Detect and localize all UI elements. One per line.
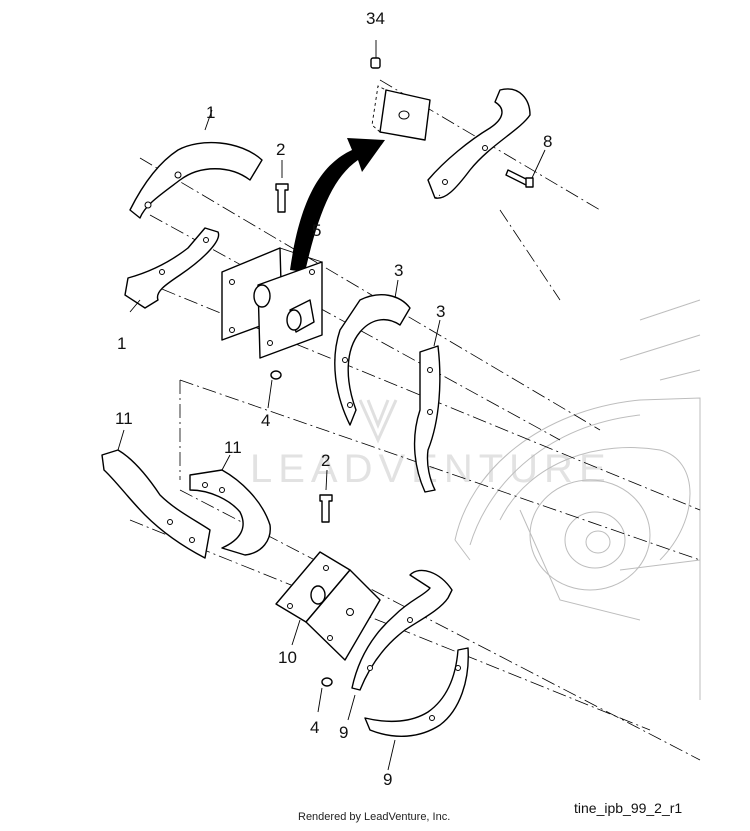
direction-arrow-icon	[290, 138, 385, 272]
part-1-tine-lower	[124, 227, 220, 313]
callout-1-upper: 1	[206, 103, 215, 122]
detail-bracket	[371, 85, 431, 141]
part-10-hub	[275, 551, 381, 661]
part-3-tine-left	[334, 279, 411, 426]
callout-9-lower: 9	[383, 770, 392, 789]
tiller-housing-outline	[454, 299, 701, 700]
callout-9-upper: 9	[339, 723, 348, 742]
callout-5: 5	[312, 221, 321, 240]
callout-11-right: 11	[224, 438, 242, 457]
part-5-hub	[221, 239, 323, 359]
watermark-logo-icon	[358, 399, 398, 444]
callout-10: 10	[278, 648, 297, 667]
part-34-nut	[370, 40, 381, 69]
callout-11-left: 11	[115, 409, 133, 428]
part-8-bolt	[505, 149, 546, 188]
assembly-axis-lines	[129, 79, 701, 761]
callout-4-upper: 4	[261, 411, 270, 430]
callout-4-lower: 4	[310, 718, 319, 737]
callout-3-left: 3	[394, 261, 403, 280]
part-4-clip-lower	[317, 677, 333, 713]
part-3-tine-right	[413, 319, 441, 493]
part-4-clip-upper	[267, 370, 282, 409]
callout-1-lower: 1	[117, 334, 126, 353]
callout-3-right: 3	[436, 302, 445, 321]
part-11-tine-left	[101, 429, 211, 559]
figure-id: tine_ipb_99_2_r1	[574, 800, 683, 816]
callout-34: 34	[366, 9, 385, 28]
footer-credit: Rendered by LeadVenture, Inc.	[298, 811, 451, 823]
callout-2-upper: 2	[276, 140, 285, 159]
part-2-pin-lower	[319, 469, 333, 523]
detail-tine-blade	[427, 88, 531, 199]
part-2-pin-upper	[275, 160, 289, 213]
part-9-tine-lower	[364, 647, 469, 771]
part-11-tine-right	[189, 454, 271, 556]
part-9-tine-upper	[347, 569, 453, 721]
part-1-tine-upper	[129, 109, 263, 219]
callout-2-lower: 2	[321, 451, 330, 470]
callout-8: 8	[543, 132, 552, 151]
